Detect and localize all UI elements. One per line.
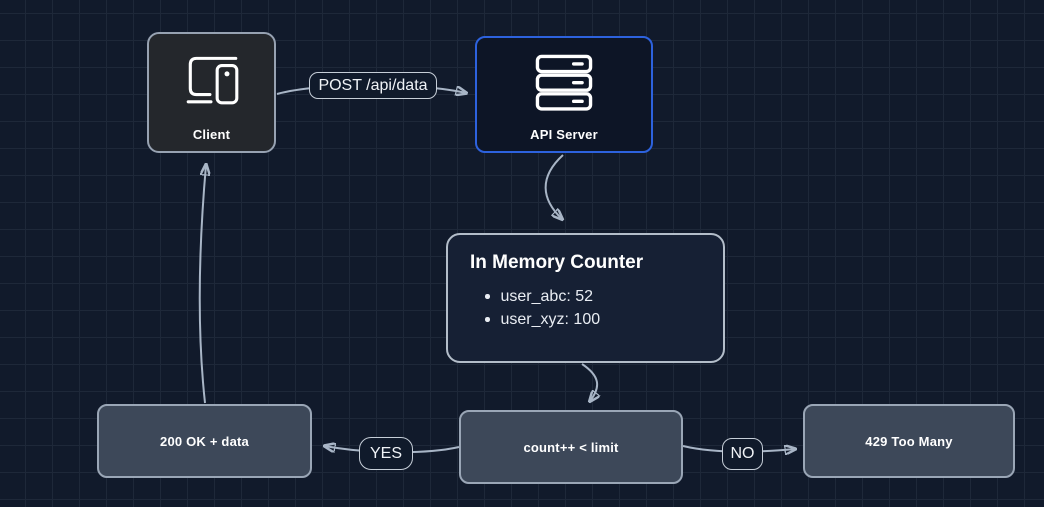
counter-item-text: user_abc: 52 xyxy=(500,288,594,305)
devices-icon xyxy=(149,50,274,106)
edge-label-yes-text: YES xyxy=(369,444,402,462)
too-many-label: 429 Too Many xyxy=(865,433,953,449)
edge-label-yes[interactable]: YES xyxy=(359,437,413,470)
edge-counter-to-decision[interactable] xyxy=(581,363,597,401)
in-memory-counter-node[interactable]: In Memory Counter user_abc: 52 user_xyz:… xyxy=(446,233,725,363)
edge-label-no-text: NO xyxy=(730,445,755,462)
counter-list-item: user_abc: 52 xyxy=(470,285,701,308)
edge-label-no[interactable]: NO xyxy=(722,438,763,470)
counter-item-text: user_xyz: 100 xyxy=(500,311,601,328)
client-node-label: Client xyxy=(192,127,231,142)
bullet-dot-icon xyxy=(485,294,490,299)
edge-label-post[interactable]: POST /api/data xyxy=(309,72,437,99)
edge-api-to-counter[interactable] xyxy=(544,154,563,219)
client-node[interactable]: Client xyxy=(147,32,276,153)
decision-label: count++ < limit xyxy=(523,439,619,455)
too-many-result-node[interactable]: 429 Too Many xyxy=(803,404,1015,478)
edge-ok-to-client[interactable] xyxy=(198,165,206,404)
decision-node[interactable]: count++ < limit xyxy=(459,410,683,484)
bullet-dot-icon xyxy=(485,317,490,322)
server-stack-icon xyxy=(477,52,651,114)
ok-result-label: 200 OK + data xyxy=(160,433,249,449)
ok-result-node[interactable]: 200 OK + data xyxy=(97,404,312,478)
api-server-node-label: API Server xyxy=(530,127,598,142)
counter-title: In Memory Counter xyxy=(470,252,644,273)
api-server-node[interactable]: API Server xyxy=(475,36,653,153)
counter-list-item: user_xyz: 100 xyxy=(470,308,701,331)
edge-label-post-text: POST /api/data xyxy=(318,76,428,94)
